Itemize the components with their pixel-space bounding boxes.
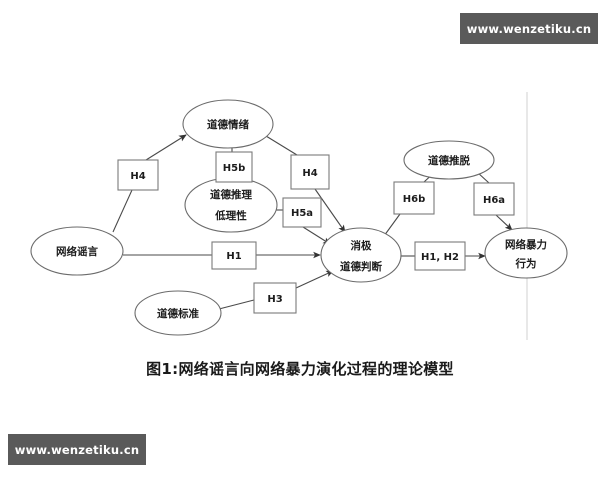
edge-h4a-to-emotion	[145, 134, 187, 161]
hypothesis-box-layer: H4 H5b H4 H5a H1	[117, 151, 515, 314]
watermark-top: www.wenzetiku.cn	[460, 13, 598, 44]
node-moral-emotion-label: 道德情绪	[207, 118, 249, 131]
hypothesis-box-h1[interactable]: H1	[211, 241, 257, 270]
hypothesis-box-h4b[interactable]: H4	[290, 154, 330, 190]
watermark-bottom: www.wenzetiku.cn	[8, 434, 146, 465]
hypothesis-box-h6a-label: H6a	[483, 195, 505, 206]
edge-standard-to-h3	[218, 299, 255, 310]
hypothesis-box-h3-label: H3	[267, 294, 282, 305]
node-moral-reasoning-label-line2: 低理性	[214, 209, 247, 222]
hypothesis-box-h4a-shape	[117, 159, 159, 191]
hypothesis-box-h1-h2[interactable]: H1, H2	[414, 241, 466, 271]
node-negative-moral-judgment-label-line1: 消极	[351, 239, 372, 252]
node-moral-reasoning-label-line1: 道德推理	[210, 188, 252, 201]
hypothesis-box-h5b-shape	[215, 151, 253, 183]
hypothesis-box-h5a-shape	[282, 197, 322, 228]
edge-emotion-to-h4b	[265, 135, 298, 156]
hypothesis-box-h3[interactable]: H3	[253, 282, 297, 314]
node-moral-disengagement-label: 道德推脱	[428, 154, 470, 167]
hypothesis-box-h4b-shape	[290, 154, 330, 190]
node-rumor[interactable]: 网络谣言	[30, 226, 124, 276]
hypothesis-box-h4b-label: H4	[302, 168, 317, 179]
node-cyber-violence-behavior-label-line2: 行为	[515, 257, 537, 270]
node-moral-reasoning-shape	[184, 177, 278, 233]
edge-h6a-to-violence	[495, 214, 513, 231]
hypothesis-box-h5a[interactable]: H5a	[282, 197, 322, 228]
hypothesis-box-h6b-label: H6b	[403, 194, 426, 205]
node-negative-moral-judgment-shape	[320, 227, 402, 283]
node-moral-disengagement-shape	[403, 140, 495, 180]
theoretical-model-diagram: 网络谣言 道德情绪 道德推理 低理性 道德标准 消极	[0, 60, 600, 360]
node-moral-disengagement[interactable]: 道德推脱	[403, 140, 495, 180]
hypothesis-box-h1-h2-shape	[414, 241, 466, 271]
edge-h5a-to-judgment	[302, 226, 331, 245]
hypothesis-box-h4a[interactable]: H4	[117, 159, 159, 191]
node-negative-moral-judgment[interactable]: 消极 道德判断	[320, 227, 402, 283]
hypothesis-box-h4a-label: H4	[130, 171, 145, 182]
node-rumor-label: 网络谣言	[56, 245, 98, 258]
hypothesis-box-h5b-label: H5b	[223, 163, 246, 174]
hypothesis-box-h6a-shape	[473, 182, 515, 216]
node-cyber-violence-behavior-shape	[484, 227, 568, 279]
node-moral-standard-label: 道德标准	[157, 307, 199, 320]
node-moral-standard-shape	[134, 290, 222, 336]
hypothesis-box-h5b[interactable]: H5b	[215, 151, 253, 183]
node-cyber-violence-behavior-label-line1: 网络暴力	[505, 238, 547, 251]
node-moral-standard[interactable]: 道德标准	[134, 290, 222, 336]
hypothesis-box-h1-shape	[211, 241, 257, 270]
diagram-svg: 网络谣言 道德情绪 道德推理 低理性 道德标准 消极	[30, 92, 568, 340]
hypothesis-box-h1-h2-label: H1, H2	[421, 252, 459, 263]
edge-rumor-to-h4a	[112, 189, 133, 233]
hypothesis-box-h3-shape	[253, 282, 297, 314]
node-moral-emotion[interactable]: 道德情绪	[182, 99, 274, 149]
node-moral-emotion-shape	[182, 99, 274, 149]
edge-h4b-to-judgment	[314, 188, 346, 233]
hypothesis-box-h1-label: H1	[226, 251, 241, 262]
edge-h3-to-judgment	[295, 270, 334, 289]
hypothesis-box-h6b[interactable]: H6b	[393, 181, 435, 215]
hypothesis-box-h5a-label: H5a	[291, 208, 313, 219]
edge-layer	[112, 134, 513, 310]
figure-caption: 图1:网络谣言向网络暴力演化过程的理论模型	[146, 360, 454, 378]
node-moral-reasoning[interactable]: 道德推理 低理性	[184, 177, 278, 233]
node-cyber-violence-behavior[interactable]: 网络暴力 行为	[484, 227, 568, 279]
hypothesis-box-h6b-shape	[393, 181, 435, 215]
node-rumor-shape	[30, 226, 124, 276]
edge-judgment-to-h6b	[383, 213, 401, 237]
hypothesis-box-h6a[interactable]: H6a	[473, 182, 515, 216]
node-negative-moral-judgment-label-line2: 道德判断	[340, 260, 382, 273]
node-layer: 网络谣言 道德情绪 道德推理 低理性 道德标准 消极	[30, 99, 568, 336]
